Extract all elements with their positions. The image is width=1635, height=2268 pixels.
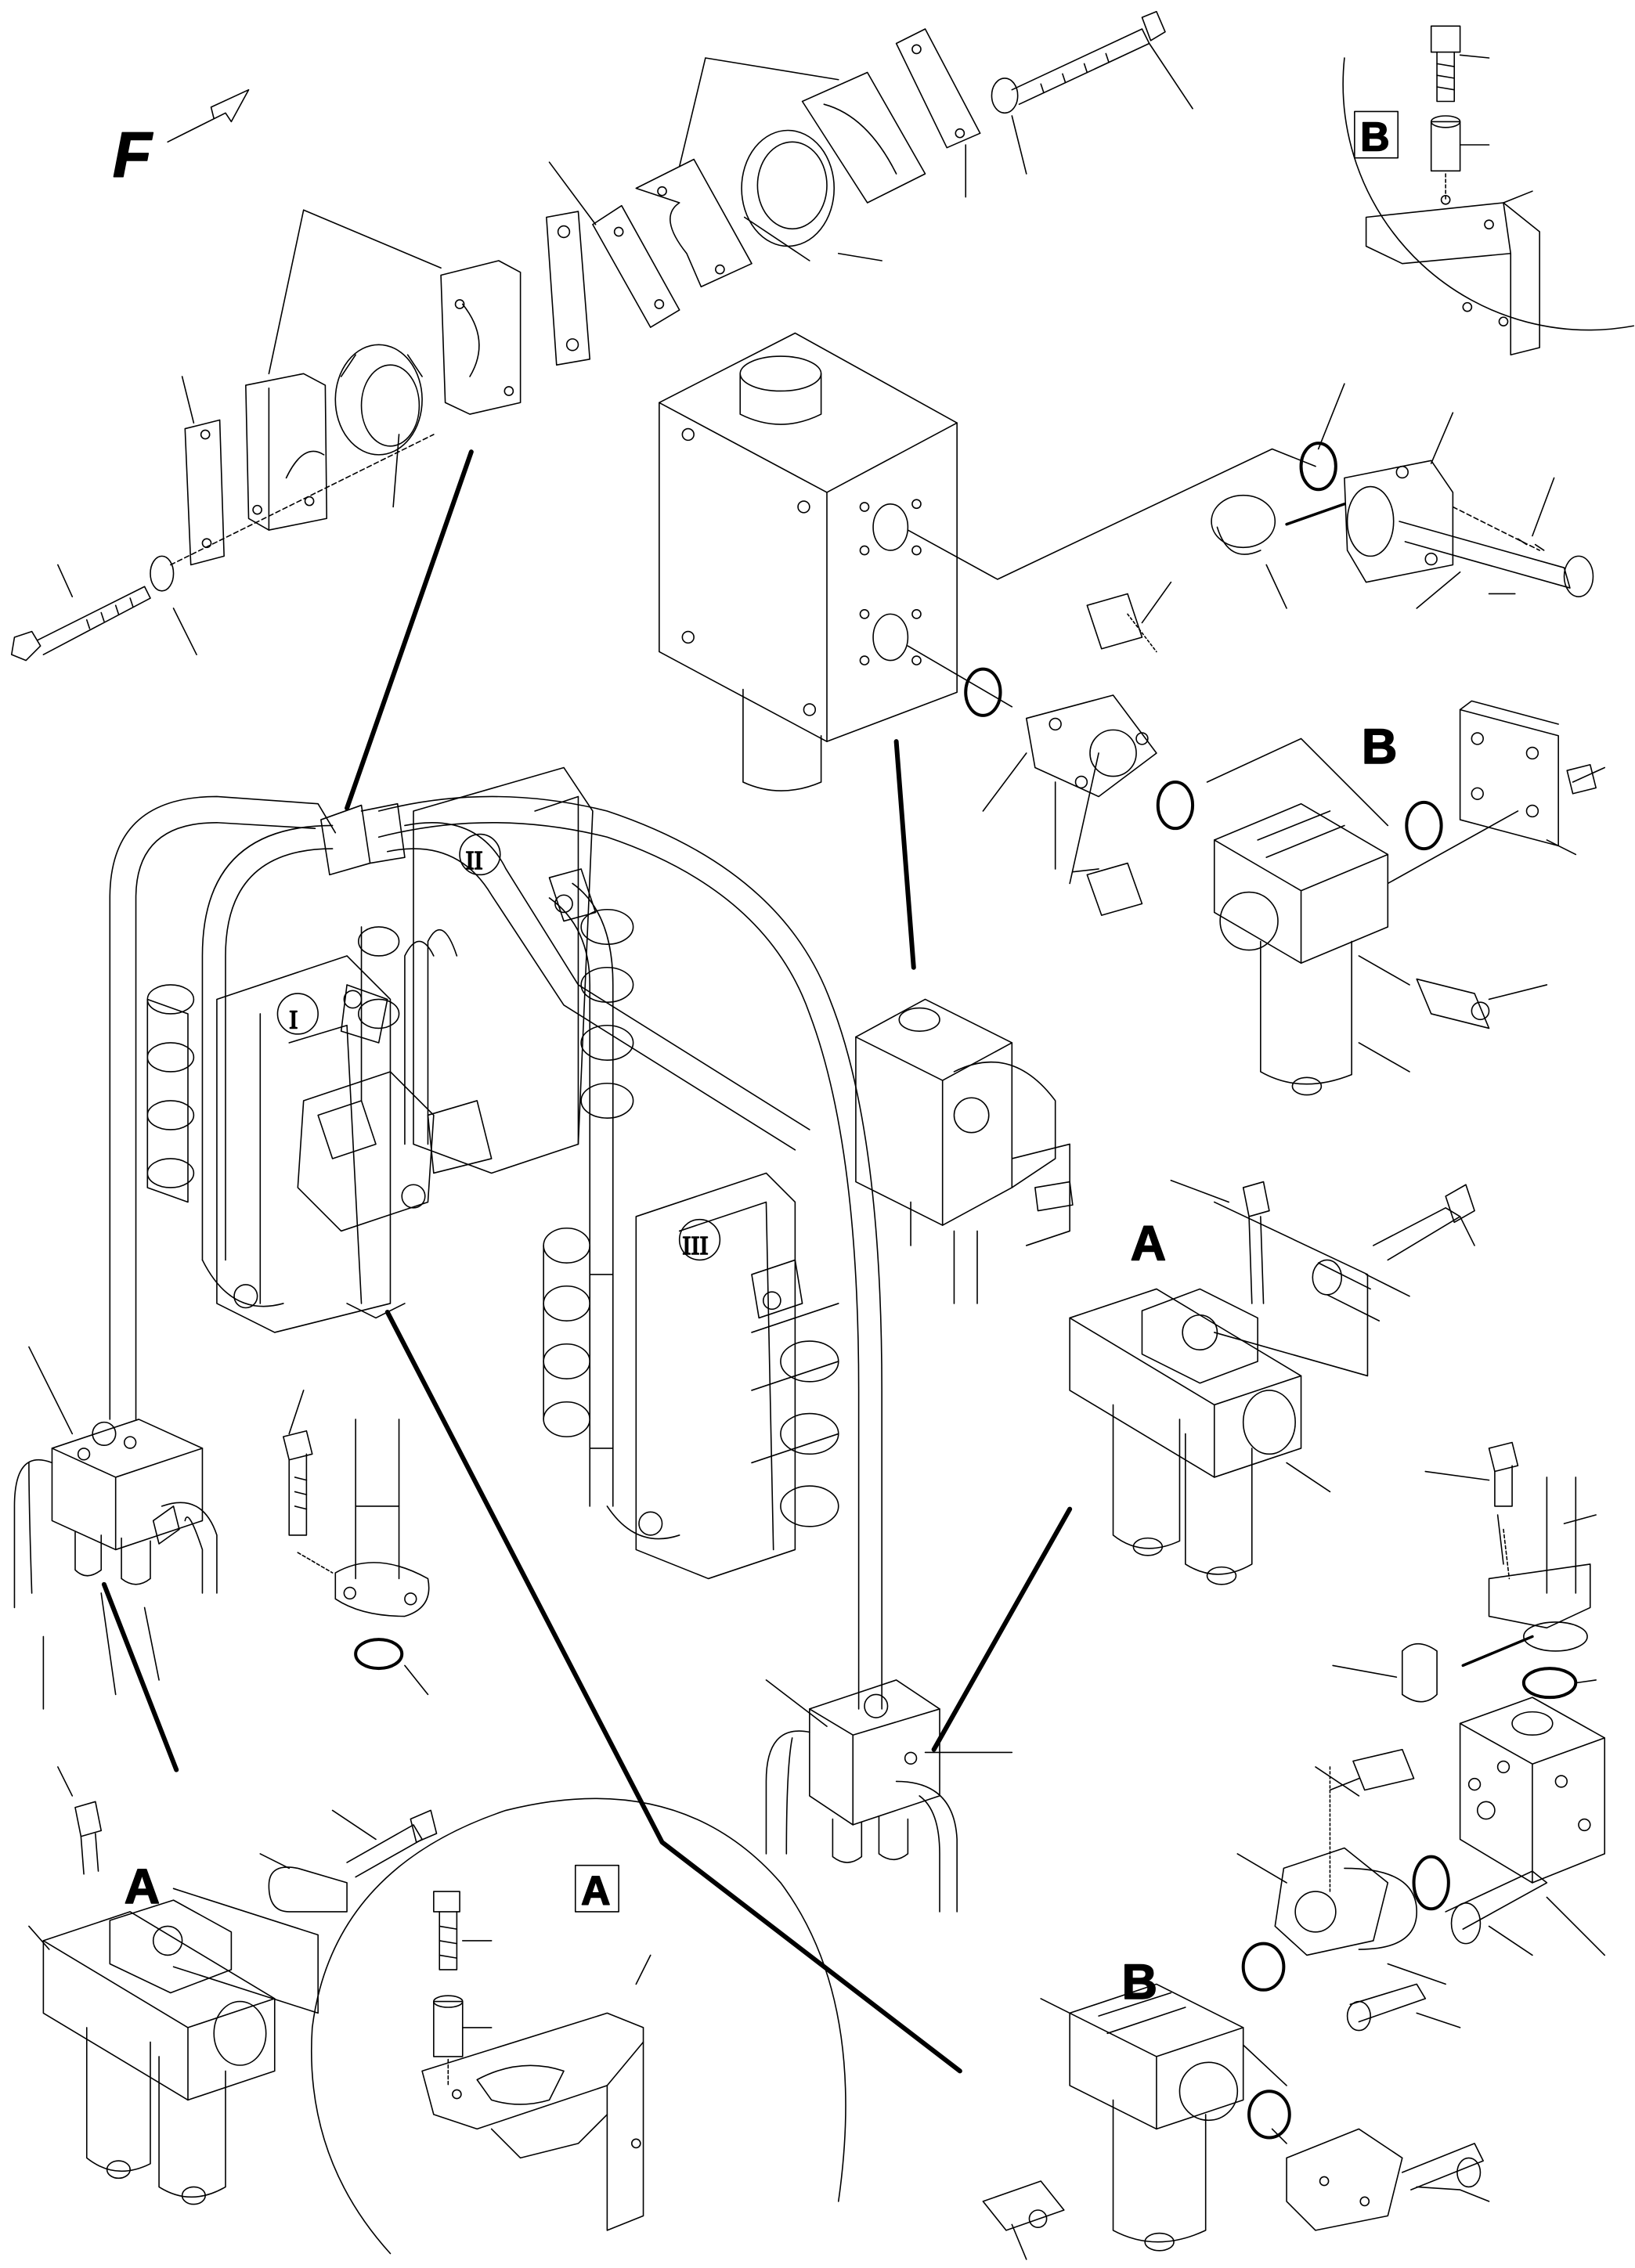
control-valve-1: I <box>147 956 434 1332</box>
detail-b-letter: B <box>1360 114 1389 159</box>
detail-view-b: B <box>1343 26 1633 355</box>
detail-b-box <box>1355 111 1398 157</box>
filter-b-upper: B <box>1207 701 1605 1094</box>
direction-indicator: F <box>112 90 249 192</box>
callout-b-lower: B <box>1122 1955 1157 2010</box>
valve-label-1: I <box>289 1005 298 1034</box>
reference-pointer-lines <box>104 452 1070 2071</box>
callout-a-right: A <box>1131 1216 1166 1271</box>
manifold-left <box>14 1347 216 1708</box>
valve-label-3: III <box>682 1231 708 1260</box>
direction-arrow-icon <box>168 90 248 142</box>
clamp-assembly-top <box>12 210 590 660</box>
clamp-assembly-upper-right <box>550 12 1193 327</box>
callout-b-upper: B <box>1362 719 1397 774</box>
manifold-right <box>766 1680 1012 1912</box>
direction-letter: F <box>113 120 153 191</box>
fitting-group-upper <box>965 384 1593 915</box>
filter-a-right: A <box>1070 1181 1474 1585</box>
callout-a-lower: A <box>125 1859 160 1914</box>
right-lower-fittings <box>1237 1443 1604 2031</box>
detail-a-box <box>576 1866 619 1912</box>
control-valve-3: III <box>543 1173 839 1578</box>
filter-a-lower: A <box>29 1767 437 2205</box>
valve-label-2: II <box>465 846 482 875</box>
priority-valve-block <box>856 999 1073 1303</box>
filter-b-lower: B <box>983 1944 1489 2259</box>
hose-flange-fitting <box>283 1390 429 1694</box>
directional-valve-block <box>659 333 1316 791</box>
detail-view-a: A <box>312 1798 846 2253</box>
hose-routing <box>110 796 882 1708</box>
detail-a-letter: A <box>581 1868 610 1913</box>
control-valve-2: II <box>359 767 633 1173</box>
